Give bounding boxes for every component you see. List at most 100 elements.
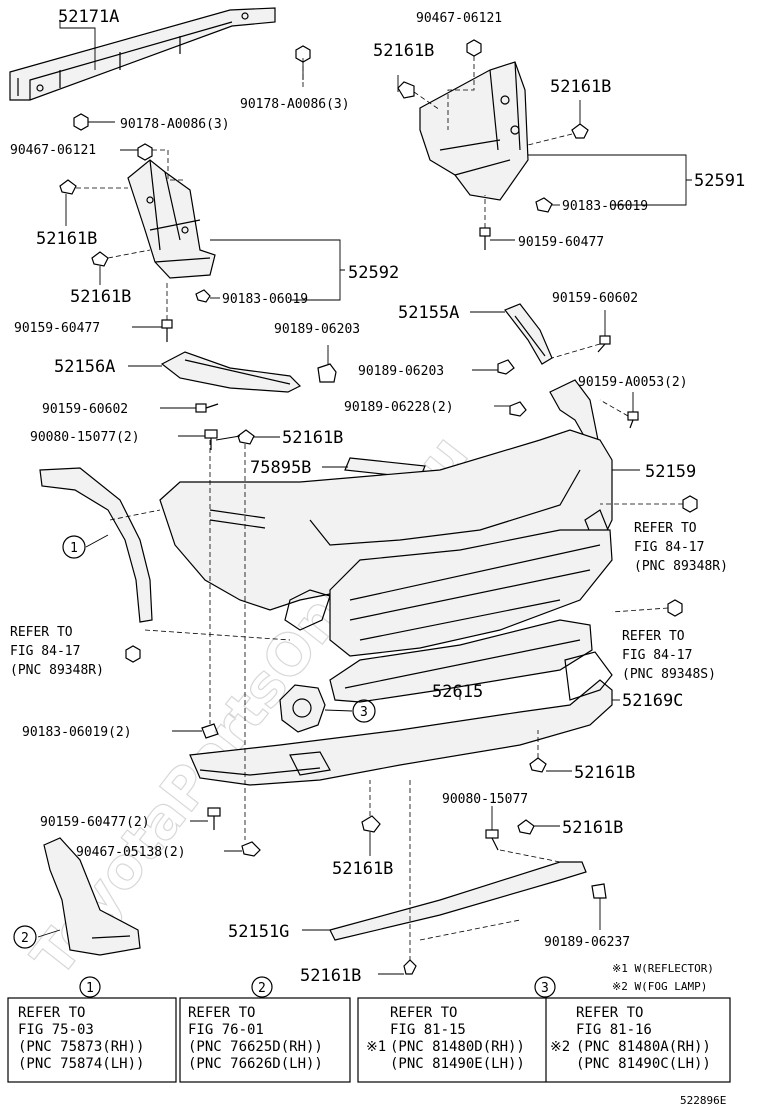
- label-90467-top: 90467-06121: [416, 11, 502, 26]
- svg-text:REFER TO: REFER TO: [188, 1005, 255, 1021]
- label-90189-06237: 90189-06237: [544, 935, 630, 950]
- nut-refer-left: [125, 645, 141, 663]
- label-90159-60602-left: 90159-60602: [42, 402, 128, 417]
- label-52161B-4: 52161B: [70, 287, 131, 307]
- lower-cover-52169C: [189, 651, 613, 786]
- mudguard-2: [43, 837, 141, 956]
- reference-table: 1 2 3 REFER TO FIG 75-03 (PNC 75873(RH))…: [7, 976, 731, 1083]
- label-52615: 52615: [432, 682, 483, 702]
- clip-52161B-center: [237, 429, 255, 445]
- label-90183-left: 90183-06019: [222, 292, 308, 307]
- svg-text:FIG 76-01: FIG 76-01: [188, 1022, 264, 1038]
- label-90159-A0053: 90159-A0053(2): [578, 375, 688, 390]
- clip-52161B-bottom: [403, 959, 417, 975]
- footnote-reflector: ※1 W(REFLECTOR): [612, 962, 714, 975]
- svg-text:REFER TO: REFER TO: [10, 625, 73, 640]
- footnote-fog-lamp: ※2 W(FOG LAMP): [612, 980, 707, 993]
- refer-note-left: REFER TO FIG 84-17 (PNC 89348R): [10, 625, 104, 678]
- nut-90178-b: [73, 113, 89, 131]
- bolt-90159-right: [479, 227, 491, 250]
- svg-text:REFER TO: REFER TO: [18, 1005, 85, 1021]
- screw-90080-15077: [485, 829, 499, 851]
- label-90159-60477-2: 90159-60477(2): [40, 815, 150, 830]
- clip-90189-06237: [591, 883, 607, 899]
- clip-52161B-lower-right: [529, 757, 547, 773]
- svg-text:3: 3: [360, 705, 368, 720]
- nut-90467-top: [466, 39, 482, 57]
- label-90189-06228: 90189-06228(2): [344, 400, 454, 415]
- nut-refer-lower: [667, 599, 683, 617]
- clip-52161B-top: [397, 81, 415, 99]
- svg-text:(PNC 89348R): (PNC 89348R): [10, 663, 104, 678]
- label-52591: 52591: [694, 171, 745, 191]
- clip-90189-06203-left: [317, 363, 337, 383]
- svg-text:REFER TO: REFER TO: [390, 1005, 457, 1021]
- label-52155A: 52155A: [398, 303, 459, 323]
- nut-90467-05138: [241, 841, 261, 857]
- clip-52161B-garnish: [517, 819, 535, 835]
- nut-90183-2: [201, 723, 219, 739]
- svg-text:(PNC 75874(LH)): (PNC 75874(LH)): [18, 1056, 144, 1072]
- label-52161B-1: 52161B: [373, 41, 434, 61]
- screw-90080-15077-2: [204, 429, 218, 450]
- label-90159-60602-right: 90159-60602: [552, 291, 638, 306]
- label-52161B-8: 52161B: [332, 859, 393, 879]
- bolt-90159-left: [161, 319, 173, 342]
- svg-text:FIG 84-17: FIG 84-17: [634, 540, 704, 555]
- table-cell-3: REFER TO FIG 81-15 ※1 (PNC 81480D(RH)) (…: [366, 1005, 525, 1072]
- circle-marker-2: 2: [13, 925, 37, 949]
- lamp-bracket-3: [279, 684, 326, 733]
- label-90467-05138: 90467-05138(2): [76, 845, 186, 860]
- label-52169C: 52169C: [622, 691, 683, 711]
- label-90178-a: 90178-A0086(3): [240, 97, 350, 112]
- svg-text:(PNC 75873(RH)): (PNC 75873(RH)): [18, 1039, 144, 1055]
- svg-text:(PNC 81480A(RH)): (PNC 81480A(RH)): [576, 1039, 711, 1055]
- reinforcement-52171A: [9, 7, 276, 101]
- bolt-90159-60602-left: [195, 403, 219, 413]
- svg-text:(PNC 89348S): (PNC 89348S): [622, 667, 716, 682]
- nut-refer-upper: [682, 495, 698, 513]
- label-90189-b: 90189-06203: [358, 364, 444, 379]
- label-90159-right: 90159-60477: [518, 235, 604, 250]
- svg-text:2: 2: [258, 981, 266, 996]
- bolt-90159-60477-2: [207, 807, 221, 830]
- clip-90189-06228: [509, 401, 527, 417]
- svg-text:3: 3: [541, 981, 549, 996]
- label-52151G: 52151G: [228, 922, 289, 942]
- clip-52161B-right: [571, 123, 589, 139]
- bracket-52591: [419, 61, 529, 201]
- label-52161B-6: 52161B: [574, 763, 635, 783]
- svg-text:(PNC 81490E(LH)): (PNC 81490E(LH)): [390, 1056, 525, 1072]
- absorber-lower: [329, 619, 593, 703]
- clip-52161B-left-b: [91, 251, 109, 267]
- table-cell-4: REFER TO FIG 81-16 ※2 (PNC 81480A(RH)) (…: [550, 1005, 711, 1072]
- table-marker-2: 2: [251, 976, 273, 998]
- nut-90183-left: [195, 289, 211, 303]
- label-52161B-9: 52161B: [300, 966, 361, 986]
- label-90080-15077: 90080-15077: [442, 792, 528, 807]
- fender-liner-1: [39, 467, 153, 623]
- svg-text:(PNC 76626D(LH)): (PNC 76626D(LH)): [188, 1056, 323, 1072]
- svg-text:1: 1: [70, 541, 78, 556]
- clip-52161B-lower-mid: [361, 815, 381, 833]
- label-90189-a: 90189-06203: [274, 322, 360, 337]
- label-90183-2: 90183-06019(2): [22, 725, 132, 740]
- svg-text:(PNC 81480D(RH)): (PNC 81480D(RH)): [390, 1039, 525, 1055]
- svg-text:FIG 84-17: FIG 84-17: [622, 648, 692, 663]
- table-marker-3: 3: [534, 976, 556, 998]
- retainer-52156A: [160, 351, 302, 393]
- energy-absorber-52615: [329, 529, 613, 657]
- label-52156A: 52156A: [54, 357, 115, 377]
- clip-90189-06203-right: [497, 359, 515, 375]
- svg-text:(PNC 81490C(LH)): (PNC 81490C(LH)): [576, 1056, 711, 1072]
- svg-text:1: 1: [86, 981, 94, 996]
- table-marker-1: 1: [79, 976, 101, 998]
- svg-text:(PNC 89348R): (PNC 89348R): [634, 559, 728, 574]
- nut-90178-a: [295, 45, 311, 63]
- bolt-90159-A0053: [627, 411, 639, 429]
- svg-text:※1: ※1: [366, 1039, 386, 1055]
- label-90159-left: 90159-60477: [14, 321, 100, 336]
- svg-text:※2: ※2: [550, 1039, 570, 1055]
- svg-text:2: 2: [21, 931, 29, 946]
